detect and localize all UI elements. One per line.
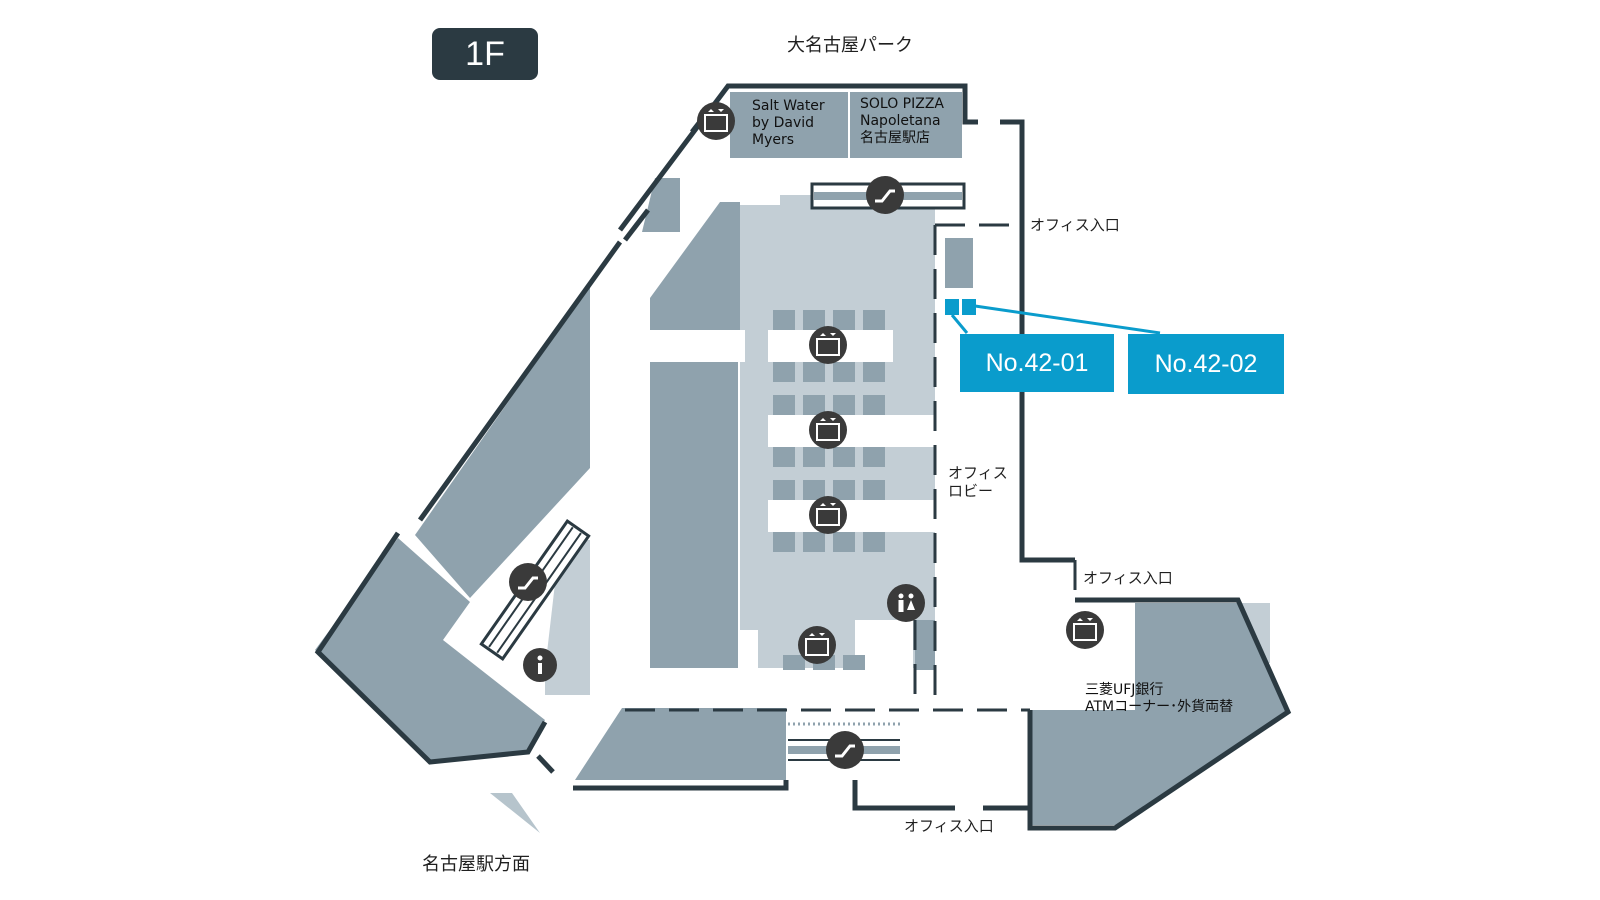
- office-lobby-label: オフィス ロビー: [948, 464, 1008, 500]
- space-42-02-tag[interactable]: No.42-02: [1128, 334, 1284, 394]
- escalator-icon: [826, 731, 864, 769]
- office-entrance-label-south: オフィス入口: [904, 817, 994, 835]
- elevator-cores: [773, 310, 885, 670]
- north-direction-label: 大名古屋パーク: [787, 35, 913, 56]
- restroom-icon: [887, 584, 925, 622]
- dashed-lines: [625, 223, 1077, 712]
- elevator-icon: [809, 496, 847, 534]
- info-icon: [523, 648, 557, 682]
- south-marker: [490, 793, 540, 833]
- space-42-01-tag[interactable]: No.42-01: [960, 334, 1114, 392]
- escalator-icon: [509, 563, 547, 601]
- office-entrance-label-southeast: オフィス入口: [1083, 569, 1173, 587]
- elevator-icon: [697, 102, 735, 140]
- elevator-icon: [809, 411, 847, 449]
- shop-salt-water-label[interactable]: Salt Water by David Myers: [752, 98, 825, 148]
- south-direction-label: 名古屋駅方面: [422, 854, 530, 875]
- corridors: [650, 330, 935, 670]
- space-42-01-marker[interactable]: [945, 299, 959, 315]
- leasable-spaces: [945, 299, 1161, 335]
- shop-mufg-atm-label[interactable]: 三菱UFJ銀行 ATMコーナー･外貨両替: [1085, 682, 1234, 715]
- elevator-icon: [798, 626, 836, 664]
- elevator-icon: [809, 326, 847, 364]
- escalator-icon: [866, 176, 904, 214]
- shop-solo-pizza-label[interactable]: SOLO PIZZA Napoletana 名古屋駅店: [860, 96, 945, 146]
- office-entrance-label-east: オフィス入口: [1030, 216, 1120, 234]
- floor-label: 1F: [432, 28, 538, 80]
- space-42-02-marker[interactable]: [962, 299, 976, 315]
- elevator-icon: [1066, 611, 1104, 649]
